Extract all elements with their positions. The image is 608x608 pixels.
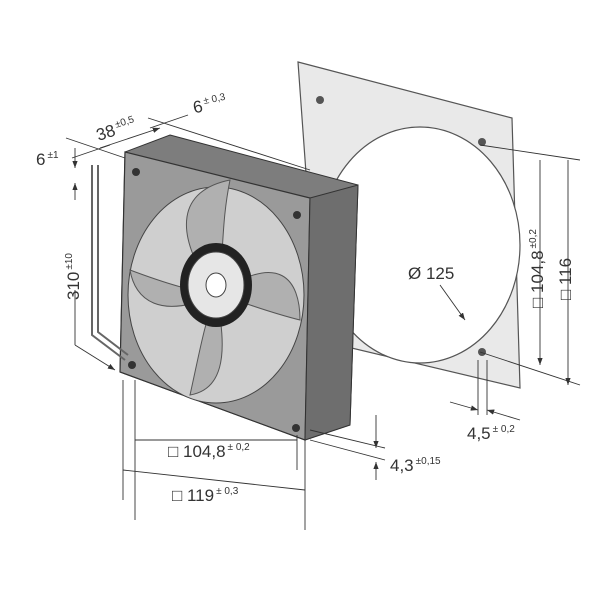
mount-depth-dimension: 4,3±0,15 xyxy=(390,456,441,475)
gasket-size-dimension: □ 116 xyxy=(556,257,575,300)
dimension-lines xyxy=(65,114,581,530)
frame-size-dimension: □ 119± 0,3 xyxy=(172,486,239,505)
lead-length-dimension: 310±10 xyxy=(64,253,83,300)
hole-spacing-bottom-dimension: □ 104,8± 0,2 xyxy=(168,442,250,461)
fan xyxy=(119,134,359,441)
lead-wires xyxy=(91,165,129,361)
hole-diameter-dimension: Ø 125 xyxy=(408,264,455,283)
mount-hole-dimension: 4,5± 0,2 xyxy=(467,424,515,443)
lead-offset-dimension: 6±1 xyxy=(36,150,59,169)
hole-spacing-right-dimension: □ 104,8±0,2 xyxy=(528,229,547,308)
